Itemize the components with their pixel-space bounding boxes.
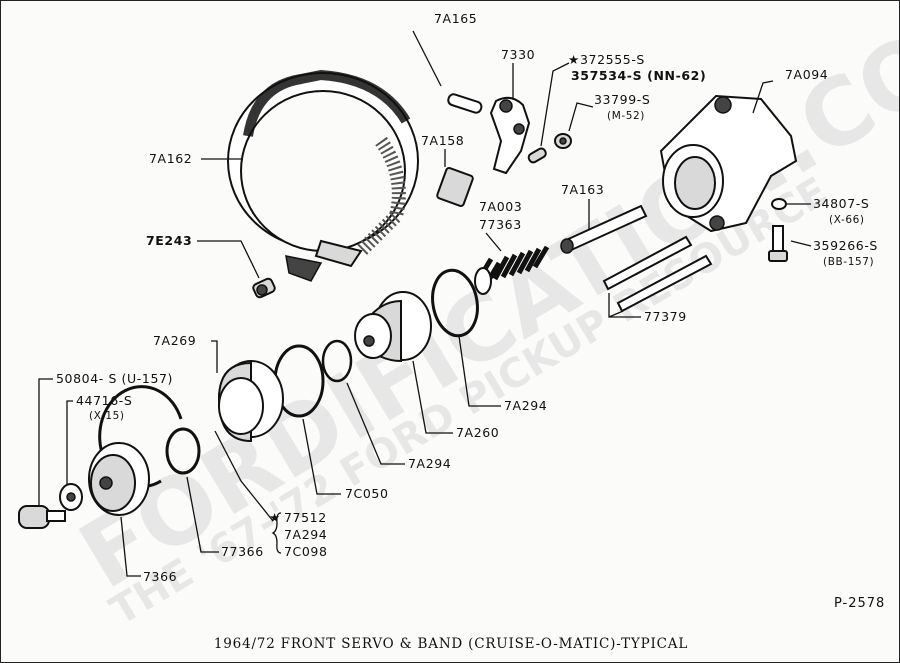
- watermark-main: FORDIFICATION.COM: [62, 1, 900, 610]
- o-ring-upper-part: [431, 268, 479, 338]
- label-359266-s-sub: (BB-157): [823, 256, 874, 268]
- washer-part: [771, 198, 787, 210]
- label-34807-s-sub: (X-66): [829, 214, 865, 226]
- bracket: [271, 512, 282, 554]
- servo-cover-part: [659, 94, 798, 233]
- leader-lines: [38, 30, 812, 577]
- label-7c050: 7C050: [345, 486, 389, 501]
- label-44716-s-sub: (X-15): [89, 410, 125, 422]
- label-359266-s: 359266-S: [813, 238, 878, 253]
- label-7330: 7330: [501, 47, 535, 62]
- spring-part: [474, 245, 550, 295]
- o-ring-small-part: [321, 339, 353, 383]
- piston-part: [354, 291, 432, 363]
- label-34807-s: 34807-S: [813, 196, 869, 211]
- label-7a094: 7A094: [785, 67, 828, 82]
- label-7366: 7366: [143, 569, 177, 584]
- label-77366: 77366: [221, 544, 264, 559]
- watermark-sub: THE '67-'72 FORD PICKUP RESOURCE: [102, 169, 836, 635]
- label-7a294-middle: 7A294: [408, 456, 451, 471]
- small-pin-part: [527, 147, 547, 164]
- label-7a294-lower: 7A294: [284, 527, 327, 542]
- label-44716-s: 44716-S: [76, 393, 132, 408]
- screw-part: [18, 505, 66, 529]
- band-part: [227, 69, 419, 282]
- label-33799-s: 33799-S: [594, 92, 650, 107]
- label-7a162: 7A162: [149, 151, 192, 166]
- label-77512: 77512: [284, 510, 327, 525]
- label-7a294-upper: 7A294: [504, 398, 547, 413]
- label-7e243: 7E243: [146, 233, 192, 248]
- label-7a269: 7A269: [153, 333, 196, 348]
- nut-part: [554, 133, 572, 149]
- label-7a165: 7A165: [434, 11, 477, 26]
- cylinder-part: [217, 360, 284, 443]
- bolt-part: [768, 225, 788, 262]
- adjusting-screw-part: [252, 277, 276, 299]
- pin-part: [447, 93, 483, 114]
- label-77363: 77363: [479, 217, 522, 232]
- label-star-glyph: ★: [568, 52, 580, 67]
- lever-part: [489, 96, 531, 175]
- watermark: FORDIFICATION.COM THE '67-'72 FORD PICKU…: [62, 1, 900, 635]
- label-7a260: 7A260: [456, 425, 499, 440]
- reference-code: P-2578: [834, 596, 885, 611]
- diagram-caption: 1964/72 FRONT SERVO & BAND (CRUISE-O-MAT…: [214, 636, 688, 652]
- cover-part: [88, 442, 150, 516]
- label-7a003: 7A003: [479, 199, 522, 214]
- label-357534-s: 357534-S (NN-62): [571, 68, 706, 83]
- small-washer-part: [59, 483, 83, 511]
- strut-part: [436, 167, 474, 207]
- label-7a158: 7A158: [421, 133, 464, 148]
- label-372555-s: 372555-S: [580, 52, 645, 67]
- label-50804-s: 50804- S (U-157): [56, 371, 173, 386]
- label-77379: 77379: [644, 309, 687, 324]
- label-33799-s-sub: (M-52): [607, 110, 645, 122]
- label-7a163: 7A163: [561, 182, 604, 197]
- label-star-glyph-2: ★: [269, 510, 281, 525]
- label-7c098: 7C098: [284, 544, 328, 559]
- piston-rod-part: [560, 204, 648, 254]
- dowel-pins-part: [602, 235, 713, 313]
